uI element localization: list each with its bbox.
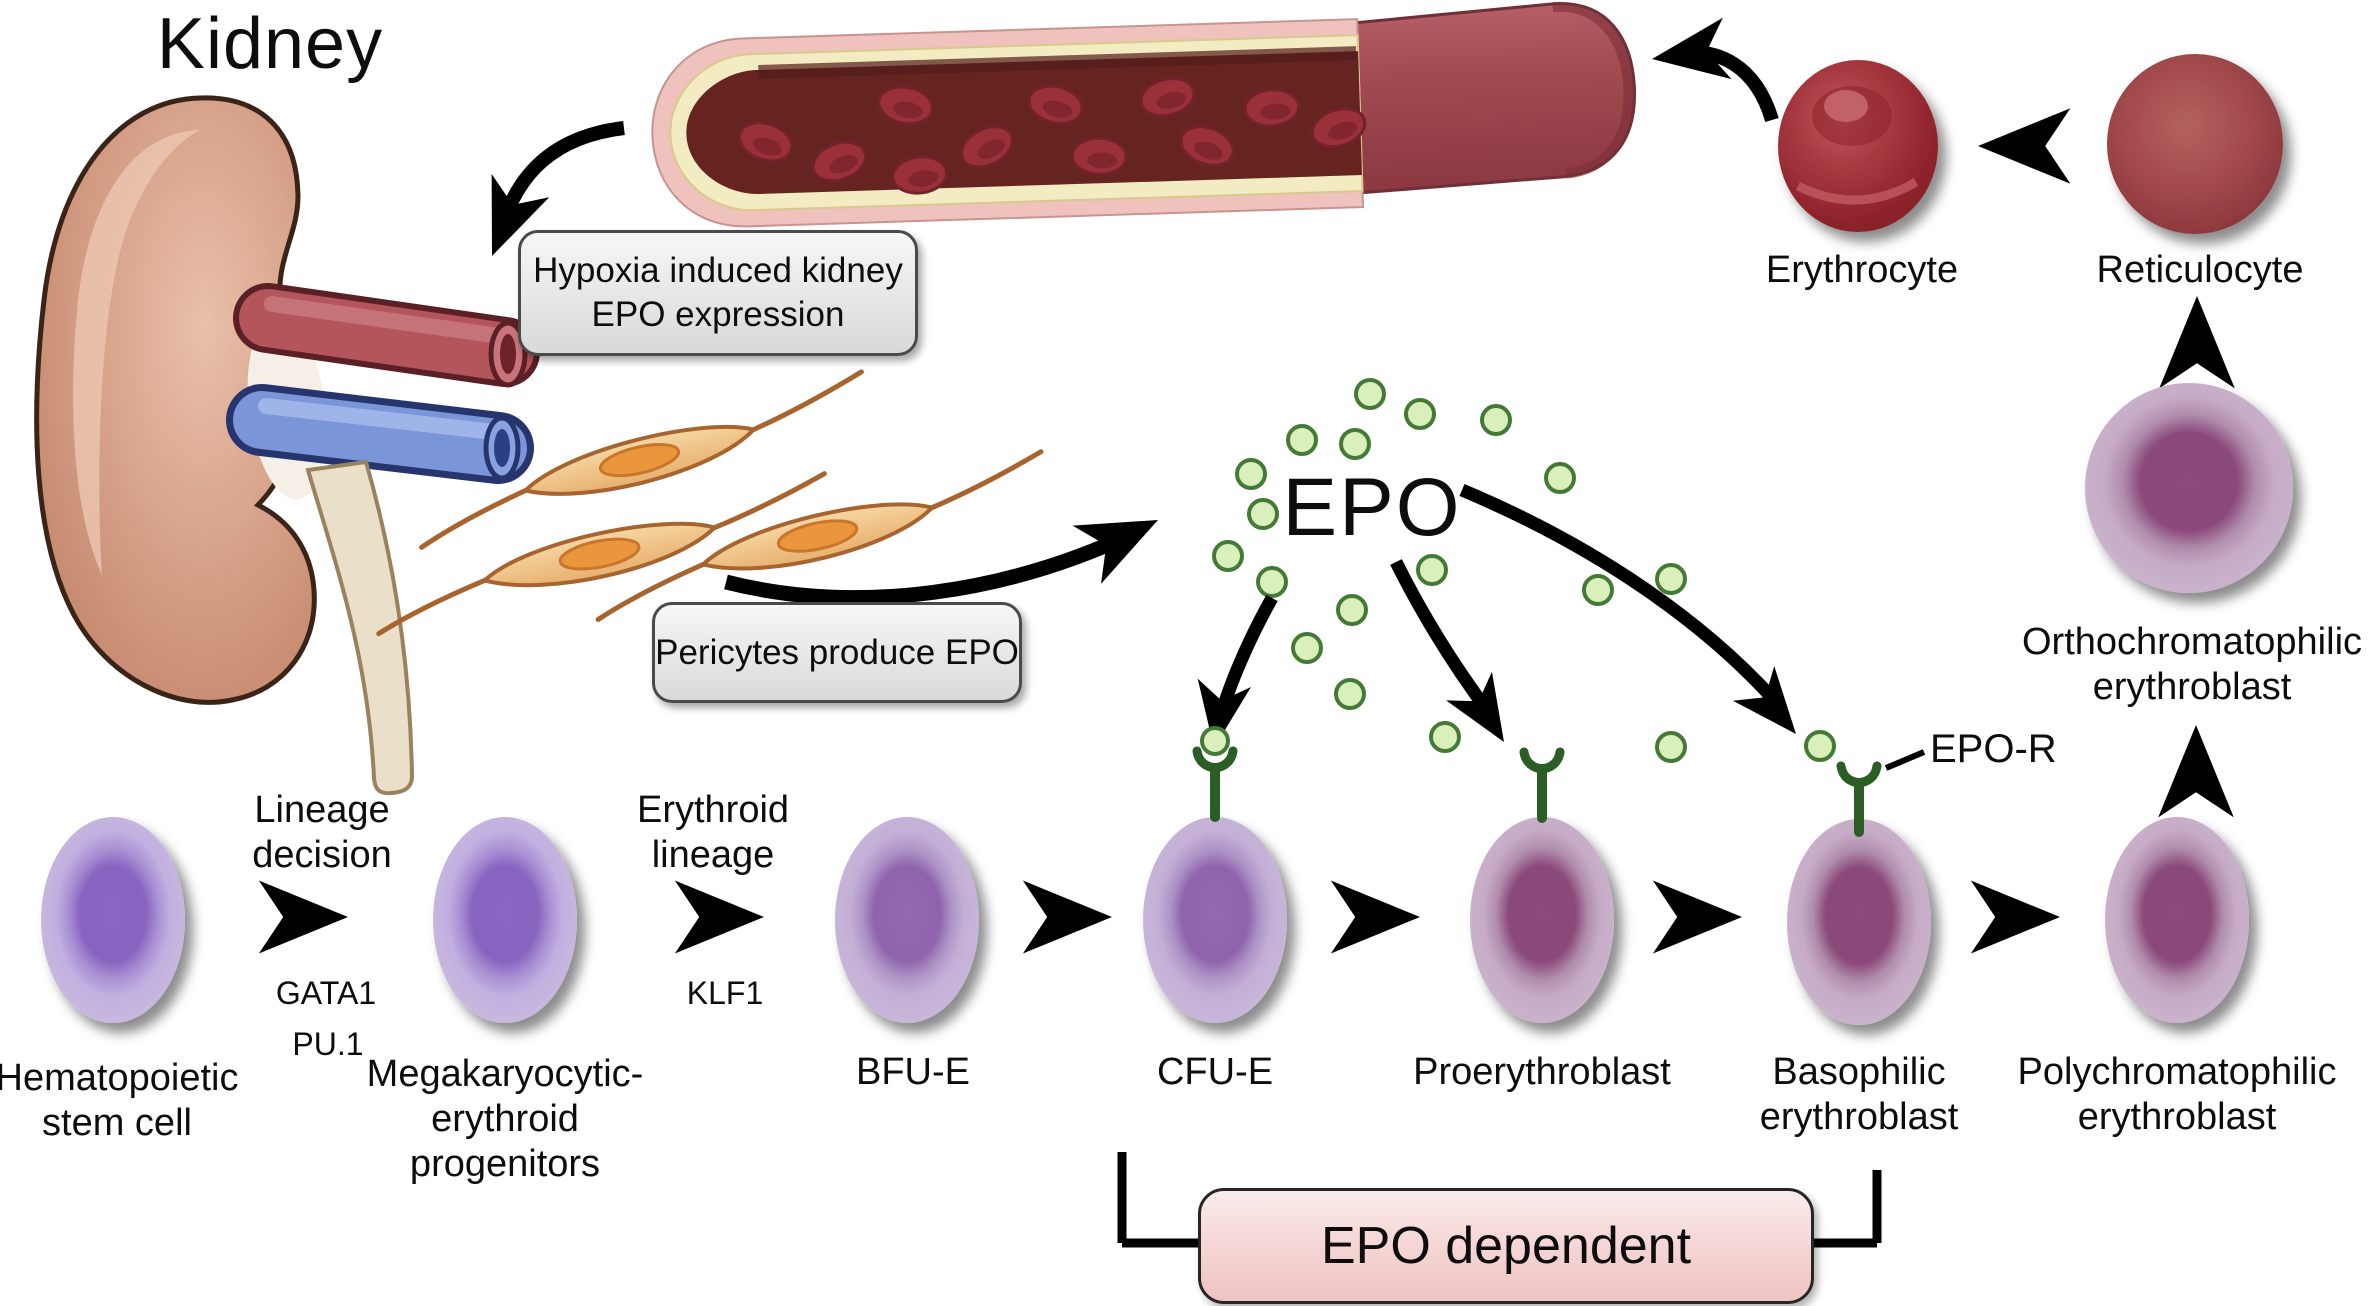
- epo-molecule-dot: [1582, 574, 1614, 606]
- epo-arrow-to-basophilic: [1459, 484, 1817, 752]
- stage-arrow: [258, 880, 348, 954]
- ureter: [305, 459, 415, 796]
- cell-orthochromatophilic-erythroblast: [2085, 383, 2293, 593]
- epo-molecules: [1212, 378, 1836, 763]
- label-bfue: BFU-E: [856, 1051, 970, 1093]
- stage-arrow: [1022, 880, 1112, 954]
- hypoxia-callout: Hypoxia induced kidney EPO expression: [518, 230, 918, 356]
- label-erythrocyte: Erythrocyte: [1765, 249, 1959, 291]
- hypoxia-callout-text: Hypoxia induced kidney EPO expression: [533, 251, 903, 334]
- label-lineage-decision: Lineage decision: [252, 789, 392, 876]
- cell-hematopoietic-stem-cell: [41, 817, 185, 1023]
- epo-molecule-dot: [1655, 731, 1687, 763]
- label-megakaryocytic-erythroid-progenitors: Megakaryocytic- erythroid progenitors: [366, 1053, 644, 1185]
- label-cfue: CFU-E: [1156, 1051, 1274, 1093]
- label-proerythroblast: Proerythroblast: [1413, 1051, 1671, 1093]
- epo-molecule-dot: [1804, 730, 1836, 762]
- label-pu1: PU.1: [292, 1026, 364, 1062]
- label-klf1: KLF1: [686, 975, 764, 1011]
- cell-bfue: [835, 817, 979, 1023]
- erythrocyte-cell: [1778, 60, 1938, 232]
- vessel-to-kidney-arrow: [463, 121, 625, 268]
- kidney-title: Kidney: [156, 4, 384, 84]
- epo-dependent-callout: EPO dependent: [1198, 1188, 1814, 1304]
- label-erythroid-lineage: Erythroid lineage: [636, 789, 790, 876]
- epo-molecule-dot: [1336, 594, 1368, 626]
- epo-label: EPO: [1282, 462, 1462, 553]
- epo-bound-molecule: [1200, 726, 1230, 756]
- epo-molecule-dot: [1416, 554, 1448, 586]
- kidney-illustration: [34, 95, 540, 796]
- pericytes-callout-text: Pericytes produce EPO: [655, 632, 1019, 672]
- orthochromatophilic-to-reticulocyte-arrow: [2159, 296, 2235, 389]
- epo-molecule-dot: [1480, 404, 1512, 436]
- label-gata1: GATA1: [275, 975, 377, 1011]
- epo-molecule-dot: [1354, 378, 1386, 410]
- stage-arrow: [1330, 880, 1420, 954]
- epo-molecule-dot: [1429, 721, 1461, 753]
- renal-artery: [233, 283, 540, 388]
- label-polychromatophilic-erythroblast: Polychromatophilic erythroblast: [2017, 1051, 2337, 1138]
- reticulocyte-to-erythrocyte-arrow: [1978, 108, 2071, 184]
- epo-arrow-to-cfue: [1187, 594, 1278, 753]
- epo-receptor-label: EPO-R: [1930, 727, 2057, 771]
- epo-molecule-dot: [1256, 566, 1288, 598]
- epo-molecule-dot: [1655, 563, 1687, 595]
- erythrocyte-to-vessel-arrow: [1647, 17, 1779, 123]
- epo-molecule-dot: [1339, 428, 1371, 460]
- cell-megakaryocytic-erythroid-progenitor: [433, 817, 577, 1023]
- epo-molecule-dot: [1286, 424, 1318, 456]
- epo-molecule-dot: [1212, 540, 1244, 572]
- pericytes-to-epo-arrow: [724, 490, 1173, 605]
- cell-cfue: [1143, 817, 1287, 1023]
- label-reticulocyte: Reticulocyte: [2096, 249, 2304, 291]
- stage-arrow: [674, 880, 764, 954]
- label-orthochromatophilic-erythroblast: Orthochromatophilic erythroblast: [2021, 621, 2363, 708]
- epo-receptor-icon: [1524, 752, 1560, 818]
- epo-molecule-dot: [1404, 398, 1436, 430]
- label-basophilic-erythroblast: Basophilic erythroblast: [1759, 1051, 1959, 1138]
- reticulocyte-cell: [2107, 54, 2283, 234]
- polychromatophilic-to-orthochromatophilic-arrow: [2158, 725, 2234, 818]
- epo-dependent-bracket: [1117, 1152, 1882, 1248]
- epor-pointer-line: [1884, 749, 1926, 771]
- cell-basophilic-erythroblast: [1787, 819, 1931, 1025]
- epo-molecule-dot: [1544, 462, 1576, 494]
- stage-arrow: [1970, 880, 2060, 954]
- epo-receptor-icon: [1197, 751, 1233, 817]
- cell-polychromatophilic-erythroblast: [2105, 817, 2249, 1023]
- epo-dependent-text: EPO dependent: [1320, 1217, 1692, 1275]
- epo-molecule-dot: [1291, 632, 1323, 664]
- pericytes-callout: Pericytes produce EPO: [652, 602, 1022, 703]
- renal-vein: [226, 384, 534, 484]
- cell-proerythroblast: [1470, 817, 1614, 1023]
- label-hematopoietic-stem-cell: Hematopoietic stem cell: [0, 1057, 239, 1144]
- epo-molecule-dot: [1334, 678, 1366, 710]
- epo-arrow-to-proerythroblast: [1390, 559, 1527, 757]
- epo-molecule-dot: [1247, 498, 1279, 530]
- epo-molecule-dot: [1235, 458, 1267, 490]
- stage-arrow: [1652, 880, 1742, 954]
- blood-vessel-illustration: [651, 1, 1636, 228]
